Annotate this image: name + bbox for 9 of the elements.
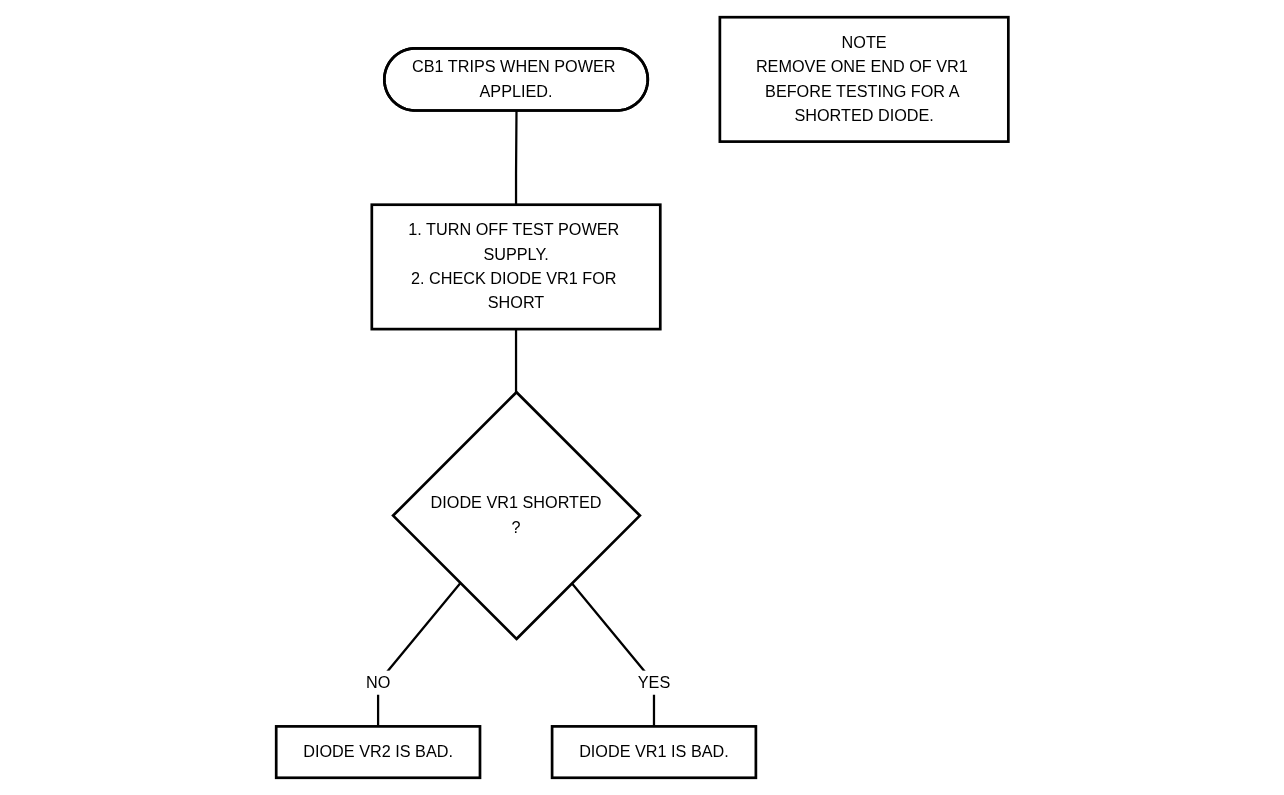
node-box: DIODE VR2 IS BAD. — [274, 725, 482, 780]
node-box: DIODE VR1 IS BAD. — [550, 725, 757, 780]
connector — [514, 329, 517, 393]
edge-label: NO — [365, 673, 390, 692]
node-diamond: DIODE VR1 SHORTED ? — [390, 390, 642, 641]
edge-label: YES — [637, 673, 670, 692]
node-box: 1. TURN OFF TEST POWER SUPPLY. 2. CHECK DIODE VR1 FOR SHORT — [370, 203, 662, 331]
node-box: NOTE REMOVE ONE END OF VR1 BEFORE TESTING FOR A SHORTED DIODE. — [718, 15, 1010, 143]
connector — [514, 110, 518, 205]
